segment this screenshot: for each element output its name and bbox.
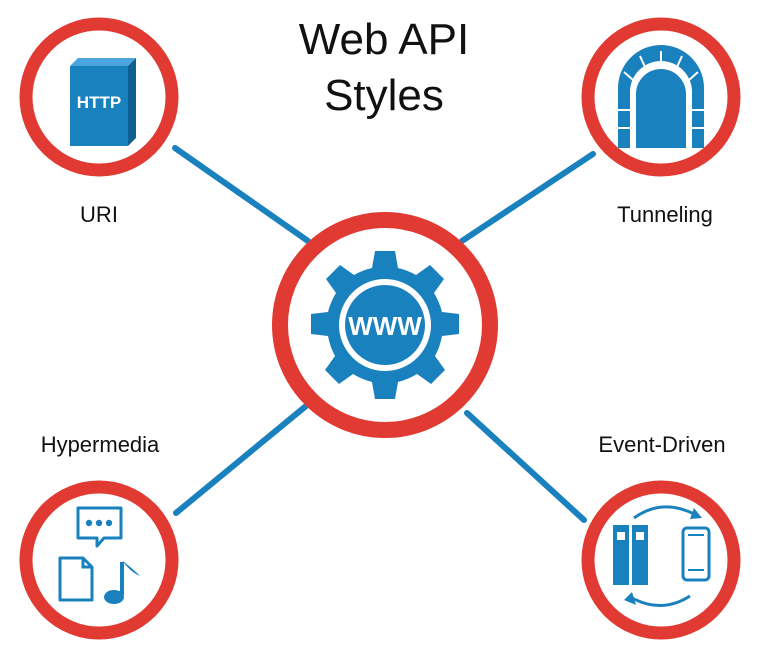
chat-bubble-icon [76, 506, 123, 548]
media-icon [58, 506, 140, 604]
gear-icon [311, 251, 459, 399]
node-tunneling [581, 17, 741, 177]
connector-hypermedia [173, 403, 309, 516]
label-tunneling: Tunneling [617, 202, 713, 227]
label-hypermedia: Hypermedia [41, 432, 160, 457]
node-uri: HTTP [19, 17, 179, 177]
title-line-2: Styles [324, 71, 444, 120]
connector-tunneling [459, 151, 596, 244]
http-box-text: HTTP [77, 93, 121, 112]
server-phone-sync-icon [613, 505, 711, 608]
center-node: WWW [272, 212, 498, 438]
connector-uri [172, 145, 311, 244]
title-line-1: Web API [298, 15, 470, 64]
label-event-driven: Event-Driven [598, 432, 725, 457]
http-box-icon: HTTP [70, 58, 136, 146]
center-label: WWW [348, 311, 422, 341]
label-uri: URI [80, 202, 118, 227]
music-note-icon [104, 560, 140, 604]
document-icon [58, 556, 94, 602]
sync-arrows-icon [624, 505, 702, 608]
server-icon [613, 525, 648, 585]
connectors [172, 145, 596, 523]
tunnel-icon [618, 45, 704, 148]
connector-event-driven [464, 410, 587, 523]
phone-icon [681, 526, 711, 582]
node-event-driven [581, 480, 741, 640]
node-hypermedia [19, 480, 179, 640]
